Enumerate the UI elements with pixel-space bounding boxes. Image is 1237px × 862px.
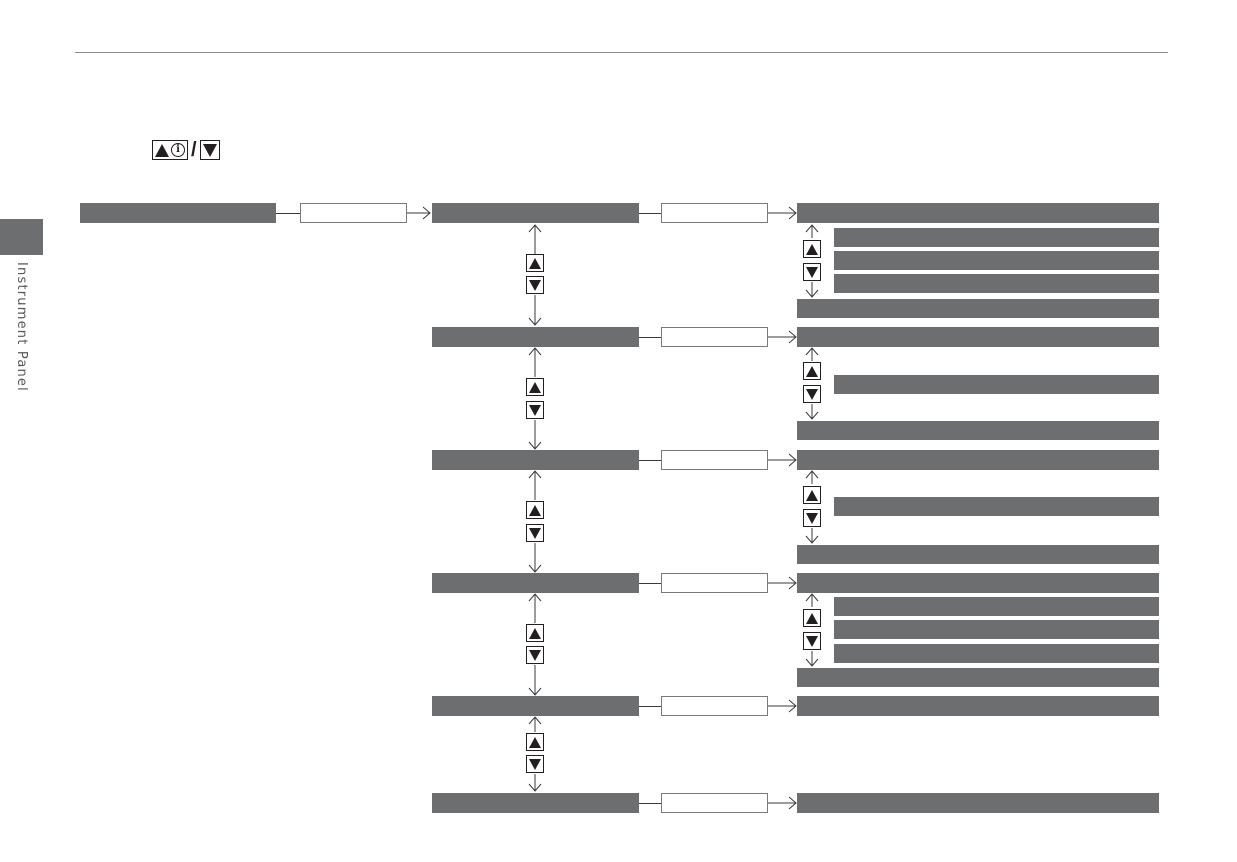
submenu-5-header-bar [797,696,1159,716]
connector-line [639,213,661,214]
submenu-1-option-bar [834,251,1159,270]
down-button-icon [803,509,821,527]
down-arrow-line-icon [528,543,542,573]
submenu-2-option-bar [834,375,1159,394]
submenu-1-option-bar [834,274,1159,293]
up-button-icon [803,362,821,380]
up-arrow-line-icon [805,224,819,238]
connector-line [639,803,661,804]
right-arrow-icon [407,206,431,220]
connector-line [276,213,300,214]
submenu-1-header-bar [797,203,1159,223]
down-arrow-line-icon [528,665,542,696]
action-box [300,203,407,223]
down-arrow-line-icon [528,774,542,792]
down-arrow-line-icon [528,295,542,326]
up-button-icon [526,501,544,519]
up-button-icon [526,378,544,396]
submenu-4-option-bar [834,644,1159,663]
right-arrow-icon [768,453,797,467]
submenu-4-footer-bar [797,668,1159,687]
connector-line [639,460,661,461]
submenu-3-footer-bar [797,545,1159,564]
legend-separator: / [191,139,197,161]
top-rule [75,52,1168,53]
action-box [661,696,768,716]
action-box [661,327,768,347]
down-arrow-line-icon [805,404,819,420]
connector-line [639,583,661,584]
down-arrow-line-icon [805,528,819,544]
connector-line [639,337,661,338]
right-arrow-icon [768,699,797,713]
button-legend: i / [152,140,220,160]
down-button-icon [526,755,544,773]
action-box [661,793,768,813]
connector-line [639,706,661,707]
root-menu-bar [80,203,276,223]
down-button-icon [803,632,821,650]
menu-item-3-bar [432,450,639,470]
up-button-icon [803,240,821,258]
action-box [661,573,768,593]
menu-item-6-bar [432,793,639,813]
submenu-2-header-bar [797,327,1159,347]
up-button-icon [803,486,821,504]
menu-item-4-bar [432,573,639,593]
down-arrow-line-icon [528,420,542,450]
down-arrow-line-icon [805,651,819,667]
right-arrow-icon [768,330,797,344]
down-button [199,140,220,160]
right-arrow-icon [768,576,797,590]
submenu-1-option-bar [834,228,1159,247]
up-triangle-icon [155,143,169,157]
menu-item-2-bar [432,327,639,347]
submenu-3-header-bar [797,450,1159,470]
submenu-4-option-bar [834,620,1159,639]
up-arrow-line-icon [805,470,819,484]
up-arrow-line-icon [528,224,542,254]
down-button-icon [803,385,821,403]
submenu-6-header-bar [797,793,1159,813]
down-triangle-icon [202,143,217,157]
up-arrow-line-icon [528,716,542,732]
action-box [661,203,768,223]
up-arrow-line-icon [528,347,542,377]
action-box [661,450,768,470]
up-arrow-line-icon [528,470,542,500]
submenu-3-option-bar [834,497,1159,516]
down-button-icon [803,263,821,281]
down-button-icon [526,276,544,294]
down-button-icon [526,646,544,664]
down-arrow-line-icon [805,282,819,298]
up-arrow-line-icon [805,347,819,361]
info-icon: i [171,143,185,157]
up-arrow-line-icon [805,593,819,607]
down-button-icon [526,401,544,419]
up-button-icon [803,609,821,627]
submenu-1-footer-bar [797,299,1159,318]
up-button-icon [526,733,544,751]
submenu-4-header-bar [797,573,1159,593]
section-tab-marker [0,219,43,255]
up-info-button: i [152,140,188,160]
up-arrow-line-icon [528,593,542,623]
section-label: Instrument Panel [14,262,29,392]
up-button-icon [526,254,544,272]
submenu-2-footer-bar [797,421,1159,440]
right-arrow-icon [768,206,797,220]
menu-item-5-bar [432,696,639,716]
submenu-4-option-bar [834,597,1159,616]
menu-item-1-bar [432,203,639,223]
down-button-icon [526,524,544,542]
up-button-icon [526,624,544,642]
right-arrow-icon [768,796,797,810]
